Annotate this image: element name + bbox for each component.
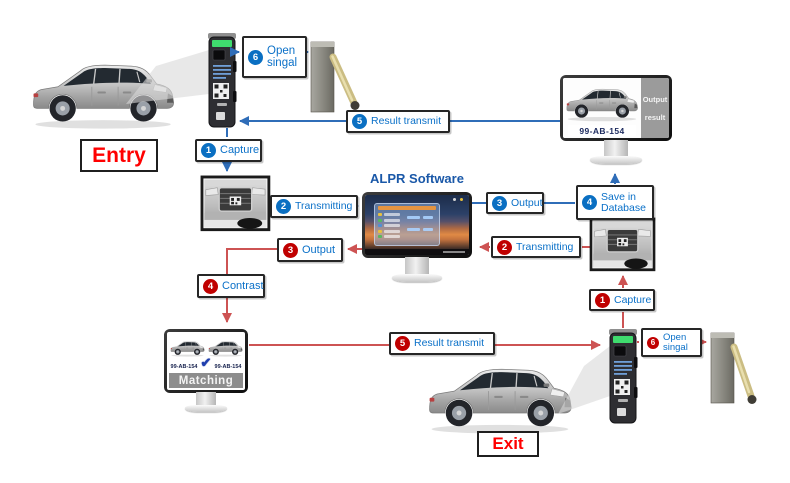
exit-captured-photo	[589, 217, 656, 272]
matching-monitor: 99-AB-154 99-AB-154 ✔ Matching	[164, 329, 248, 412]
entry-step-1-badge: 1	[201, 143, 216, 158]
exit-camera-icon	[608, 328, 638, 424]
exit-camera-beam	[558, 346, 610, 414]
match-check-icon: ✔	[200, 355, 212, 370]
exit-step-capture: 1 Capture	[589, 289, 655, 311]
exit-gate-text: Exit	[492, 434, 524, 453]
matching-entry-car-image	[169, 334, 205, 361]
entry-step-transmitting: 2 Transmitting	[270, 195, 358, 218]
entry-step-result-transmit-label: Result transmit	[371, 115, 442, 127]
exit-car-illustration	[428, 368, 572, 435]
output-monitor-plate: 99-AB-154	[568, 125, 636, 136]
exit-step-output-label: Output	[302, 243, 336, 256]
exit-step-4-badge: 4	[203, 278, 218, 294]
entry-step-save-in-database-label: Save in Database	[601, 190, 646, 214]
exit-step-contrast: 4 Contrast	[197, 274, 265, 298]
exit-step-6-badge: 6	[647, 336, 659, 349]
exit-step-open-signal: 6 Open singal	[641, 328, 702, 357]
exit-step-result-transmit-label: Result transmit	[414, 337, 485, 349]
entry-step-save-in-database: 4 Save in Database	[576, 185, 654, 220]
entry-step-open-signal: 6 Open singal	[242, 36, 307, 78]
exit-step-capture-label: Capture	[614, 293, 652, 306]
entry-step-output-label: Output	[511, 196, 543, 209]
exit-step-1-badge: 1	[595, 292, 610, 308]
entry-step-6-badge: 6	[248, 49, 263, 65]
entry-step-4-badge: 4	[582, 195, 597, 210]
alpr-taskbar	[365, 249, 469, 255]
output-monitor-car-image: 99-AB-154	[563, 78, 641, 138]
output-result-monitor: 99-AB-154 Output result	[560, 75, 672, 164]
entry-step-output: 3 Output	[486, 192, 544, 214]
alpr-software-title: ALPR Software	[370, 171, 464, 186]
exit-step-3-badge: 3	[283, 242, 298, 258]
exit-step-5-badge: 5	[395, 336, 410, 351]
entry-step-open-signal-label: Open singal	[267, 45, 298, 69]
exit-step-transmitting: 2 Transmitting	[491, 236, 581, 258]
alpr-software-monitor	[362, 192, 472, 282]
exit-barrier-gate-icon	[710, 332, 757, 404]
alpr-app-window	[374, 203, 440, 246]
entry-step-5-badge: 5	[352, 114, 367, 129]
matching-exit-car-image	[207, 334, 243, 361]
exit-step-open-signal-label: Open singal	[663, 331, 688, 353]
entry-gate-label: Entry	[80, 139, 158, 172]
entry-step-capture-label: Capture	[220, 144, 260, 156]
entry-step-2-badge: 2	[276, 199, 291, 214]
matching-plate-right: 99-AB-154	[213, 362, 243, 371]
entry-camera-icon	[207, 32, 237, 128]
entry-captured-photo	[200, 175, 271, 232]
exit-step-contrast-label: Contrast	[222, 279, 264, 292]
exit-step-2-badge: 2	[497, 239, 512, 255]
alpr-desktop-icon	[460, 198, 463, 201]
output-panel-line1: Output	[642, 94, 668, 104]
output-panel-line2: result	[644, 112, 666, 122]
entry-step-result-transmit: 5 Result transmit	[346, 110, 450, 133]
entry-camera-beam	[126, 50, 209, 104]
exit-gate-label: Exit	[477, 431, 539, 457]
entry-step-3-badge: 3	[492, 195, 507, 211]
output-result-panel: Output result	[641, 78, 669, 138]
matching-status-bar: Matching	[169, 373, 243, 388]
entry-barrier-gate-icon	[310, 41, 360, 113]
entry-step-transmitting-label: Transmitting	[295, 200, 353, 212]
matching-plate-left: 99-AB-154	[169, 362, 199, 371]
exit-step-output: 3 Output	[277, 238, 343, 262]
entry-gate-text: Entry	[92, 143, 146, 167]
exit-step-result-transmit: 5 Result transmit	[389, 332, 495, 355]
alpr-desktop-icon	[453, 198, 456, 201]
entry-step-capture: 1 Capture	[195, 139, 262, 162]
exit-step-transmitting-label: Transmitting	[516, 240, 574, 253]
